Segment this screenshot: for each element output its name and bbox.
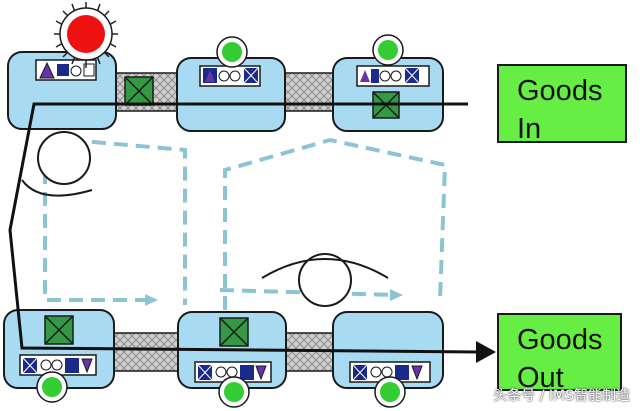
dashed-flow-left-loop (43, 170, 150, 302)
material-flow-arrowhead (476, 341, 496, 363)
operator-center-icon (261, 253, 389, 307)
green-light-icon (222, 42, 242, 62)
dashed-flow-paths (43, 137, 448, 310)
down-triangle-tile-icon (411, 365, 423, 381)
goods-out-label-line2: Out (517, 362, 564, 394)
tool-tray-bottom-left (19, 354, 97, 376)
x-tile-icon (243, 67, 259, 84)
conveyor-bottom-1 (111, 332, 185, 372)
tool-tray-bottom-right (349, 361, 431, 383)
status-light-green (36, 371, 68, 403)
dashed-flow-right-loop (223, 137, 448, 310)
status-light-green (218, 376, 250, 408)
circle-tile-icon (51, 359, 63, 371)
circle-tile-icon (215, 366, 227, 378)
down-triangle-tile-icon (81, 358, 93, 374)
x-tile-icon (197, 364, 213, 381)
circle-tile-icon (226, 366, 238, 378)
circle-tile-icon (379, 70, 391, 82)
x-tile-icon (404, 67, 420, 84)
red-light-icon (67, 15, 105, 53)
x-tile-icon (22, 357, 38, 374)
operator-left-icon (21, 131, 93, 197)
status-light-green (374, 376, 406, 408)
dashed-arrow-right (390, 289, 403, 301)
tool-tray-top-left (35, 59, 97, 81)
goods-out-label: Goods Out (517, 321, 602, 397)
square-tile-icon (57, 64, 69, 76)
goods-in-box: Goods In (497, 64, 627, 145)
goods-in-label-line2: In (517, 113, 542, 145)
circle-tile-icon (390, 70, 402, 82)
tool-tray-top-middle (199, 65, 261, 87)
crate-icon (44, 315, 74, 345)
dashed-flow-inner (219, 288, 396, 297)
green-light-icon (378, 40, 398, 60)
status-light-green (372, 34, 404, 66)
circle-tile-icon (381, 366, 393, 378)
dashed-flow-top-loop (69, 138, 187, 305)
status-light-green (216, 36, 248, 68)
green-light-icon (224, 382, 244, 402)
x-tile-icon (352, 364, 368, 381)
circle-tile-icon (70, 65, 82, 77)
green-light-icon (380, 382, 400, 402)
circle-tile-icon (218, 70, 230, 82)
green-light-icon (42, 377, 62, 397)
goods-in-label-line1: Goods (517, 75, 603, 107)
circle-tile-icon (229, 70, 241, 82)
circle-tile-icon (370, 366, 382, 378)
status-light-red-alarm (54, 2, 118, 68)
dashed-arrow-left (145, 294, 158, 306)
circle-tile-icon (40, 359, 52, 371)
down-triangle-tile-icon (255, 365, 267, 381)
goods-in-label: Goods In (517, 72, 602, 148)
tool-tray-bottom-middle (194, 361, 272, 383)
goods-out-label-line1: Goods (517, 324, 603, 356)
triangle-tile-icon (360, 70, 370, 82)
material-flow-line (8, 102, 479, 354)
crate-icon (219, 317, 249, 347)
crate-icon (124, 76, 154, 106)
goods-out-box: Goods Out (497, 313, 622, 394)
tool-tray-top-right (356, 65, 430, 87)
triangle-tile-icon (39, 61, 55, 79)
dashed-flow-arrowheads (145, 289, 403, 306)
triangle-tile-icon (205, 70, 215, 82)
watermark: 头条号 / IMS智能制造 (493, 388, 630, 404)
